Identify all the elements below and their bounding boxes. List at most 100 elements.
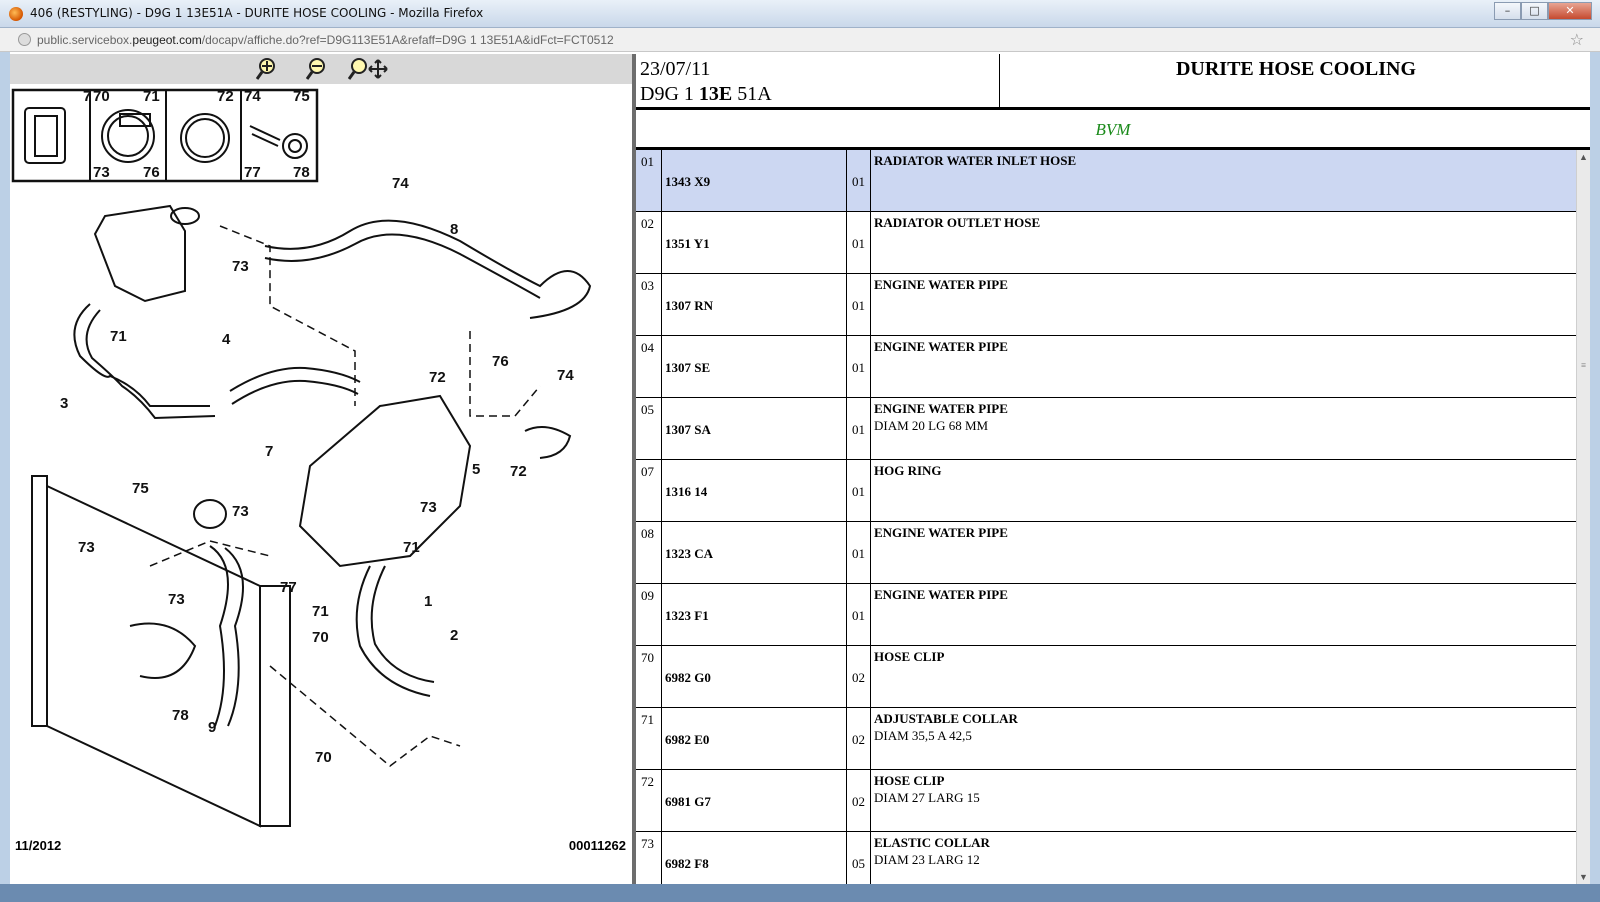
window-border-right <box>1590 52 1600 884</box>
legend-label: 74 <box>244 88 261 105</box>
parts-scrollbar[interactable]: ▲ ≡ ▼ <box>1576 150 1590 884</box>
callout: 1 <box>424 593 432 610</box>
page-title: DURITE HOSE COOLING <box>1175 58 1417 80</box>
figure-code: 00011262 <box>568 838 626 853</box>
legend-label: 78 <box>293 164 310 181</box>
part-quantity: 01 <box>847 584 871 647</box>
zoom-in-icon[interactable] <box>256 56 282 82</box>
part-name: HOSE CLIP <box>874 773 945 788</box>
legend-label: 71 <box>143 88 160 105</box>
row-index: 01 <box>636 150 662 213</box>
part-quantity: 01 <box>847 150 871 213</box>
scroll-down-arrow-icon[interactable]: ▼ <box>1579 872 1588 882</box>
site-identity-icon[interactable] <box>18 33 31 46</box>
part-name: ENGINE WATER PIPE <box>874 525 1008 540</box>
part-quantity: 01 <box>847 398 871 461</box>
part-reference[interactable]: 1316 14 <box>662 460 847 523</box>
legend-label: 77 <box>244 164 261 181</box>
part-reference[interactable]: 1307 SA <box>662 398 847 461</box>
zoom-toolbar <box>10 54 632 84</box>
window-controls: – □ ✕ <box>1494 2 1592 20</box>
part-name: ENGINE WATER PIPE <box>874 587 1008 602</box>
part-reference[interactable]: 1351 Y1 <box>662 212 847 275</box>
part-description: ENGINE WATER PIPE <box>871 522 1576 585</box>
close-button[interactable]: ✕ <box>1548 2 1592 20</box>
part-reference[interactable]: 1307 SE <box>662 336 847 399</box>
callout: 70 <box>312 629 329 646</box>
parts-diagram[interactable]: 7 70 71 73 76 72 74 75 77 78 74 8 73 71 … <box>10 86 632 884</box>
parts-pane: 23/07/11 D9G 1 13E 51A DURITE HOSE COOLI… <box>636 54 1590 884</box>
part-spec: DIAM 23 LARG 12 <box>874 852 980 867</box>
callout: 73 <box>420 499 437 516</box>
callout: 7 <box>265 443 273 460</box>
part-name: RADIATOR OUTLET HOSE <box>874 215 1041 230</box>
part-reference[interactable]: 6982 F8 <box>662 832 847 884</box>
zoom-pan-icon[interactable] <box>348 56 390 82</box>
part-reference[interactable]: 1307 RN <box>662 274 847 337</box>
part-description: ENGINE WATER PIPE <box>871 336 1576 399</box>
callout: 77 <box>280 579 297 596</box>
window-titlebar: 406 (RESTYLING) - D9G 1 13E51A - DURITE … <box>0 0 1600 28</box>
row-index: 02 <box>636 212 662 275</box>
row-index: 71 <box>636 708 662 771</box>
part-reference[interactable]: 6982 G0 <box>662 646 847 709</box>
part-reference[interactable]: 1323 F1 <box>662 584 847 647</box>
callout: 71 <box>312 603 329 620</box>
diagram-callouts: 7 70 71 73 76 72 74 75 77 78 74 8 73 71 … <box>60 88 574 766</box>
window-title: 406 (RESTYLING) - D9G 1 13E51A - DURITE … <box>30 6 484 20</box>
scroll-up-arrow-icon[interactable]: ▲ <box>1579 152 1588 162</box>
part-quantity: 01 <box>847 522 871 585</box>
part-name: ENGINE WATER PIPE <box>874 277 1008 292</box>
scroll-thumb[interactable]: ≡ <box>1580 360 1587 370</box>
minimize-button[interactable]: – <box>1494 2 1521 20</box>
pane-splitter[interactable] <box>632 54 636 884</box>
parts-header: 23/07/11 D9G 1 13E 51A DURITE HOSE COOLI… <box>636 54 1590 110</box>
callout: 71 <box>403 539 420 556</box>
callout: 73 <box>168 591 185 608</box>
callout: 2 <box>450 627 458 644</box>
row-index: 07 <box>636 460 662 523</box>
callout: 73 <box>232 503 249 520</box>
callout: 4 <box>222 331 231 348</box>
part-spec: DIAM 27 LARG 15 <box>874 790 980 805</box>
part-quantity: 01 <box>847 274 871 337</box>
part-description: HOG RING <box>871 460 1576 523</box>
url-text[interactable]: public.servicebox.peugeot.com/docapv/aff… <box>37 33 614 47</box>
part-name: RADIATOR WATER INLET HOSE <box>874 153 1077 168</box>
callout: 3 <box>60 395 68 412</box>
row-index: 72 <box>636 770 662 833</box>
part-reference[interactable]: 1323 CA <box>662 522 847 585</box>
part-name: HOSE CLIP <box>874 649 945 664</box>
header-ref-block: 23/07/11 D9G 1 13E 51A <box>636 54 1000 107</box>
zoom-out-icon[interactable] <box>306 56 332 82</box>
callout: 72 <box>510 463 527 480</box>
part-description: HOSE CLIP DIAM 27 LARG 15 <box>871 770 1576 833</box>
legend-label: 70 <box>93 88 110 105</box>
part-reference[interactable]: 6981 G7 <box>662 770 847 833</box>
address-bar[interactable]: public.servicebox.peugeot.com/docapv/aff… <box>0 28 1600 52</box>
bookmark-star-icon[interactable]: ☆ <box>1569 30 1584 49</box>
part-reference[interactable]: 1343 X9 <box>662 150 847 213</box>
part-name: ADJUSTABLE COLLAR <box>874 711 1018 726</box>
row-index: 05 <box>636 398 662 461</box>
maximize-button[interactable]: □ <box>1521 2 1548 20</box>
window-bottom-border <box>0 884 1600 902</box>
part-description: RADIATOR OUTLET HOSE <box>871 212 1576 275</box>
part-reference[interactable]: 6982 E0 <box>662 708 847 771</box>
part-description: RADIATOR WATER INLET HOSE <box>871 150 1576 213</box>
diagram-pane: 7 70 71 73 76 72 74 75 77 78 74 8 73 71 … <box>10 54 632 884</box>
